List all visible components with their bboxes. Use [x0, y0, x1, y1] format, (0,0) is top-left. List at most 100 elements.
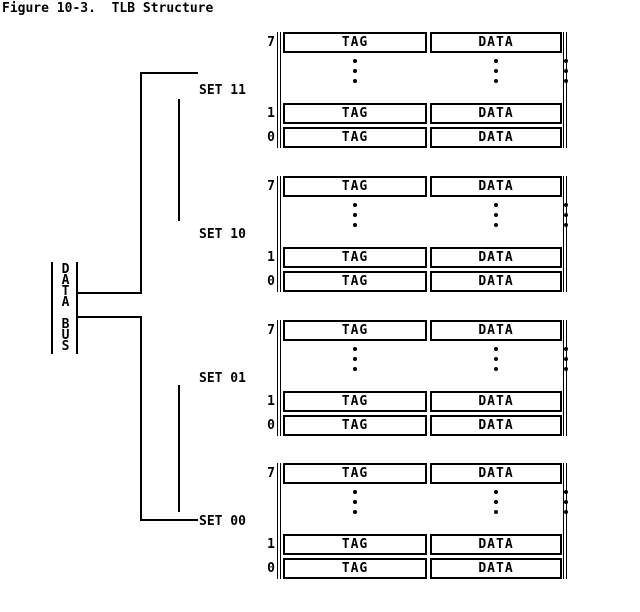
link-set01-set00-line: [178, 385, 180, 512]
group-left-rail: [277, 32, 281, 148]
group-right-rail: [563, 32, 567, 148]
data-cell: DATA: [430, 320, 562, 341]
row-index-label: 7: [267, 179, 275, 194]
ellipsis-dot: [494, 59, 498, 63]
bus-letter: T: [61, 284, 70, 299]
row-index-label: 0: [267, 274, 275, 289]
ellipsis-dot: [564, 490, 568, 494]
ellipsis-dot: [564, 69, 568, 73]
ellipsis-dot: [494, 510, 498, 514]
bus-letter: A: [61, 273, 70, 288]
ellipsis-dot: [564, 59, 568, 63]
ellipsis-dot: [494, 367, 498, 371]
tag-cell: TAG: [283, 127, 427, 148]
row-index-label: 1: [267, 537, 275, 552]
ellipsis-dot: [353, 223, 357, 227]
set-label-00: SET 00: [199, 514, 246, 529]
ellipsis-dot: [353, 203, 357, 207]
stub-set11-line: [140, 72, 198, 74]
ellipsis-dot: [353, 347, 357, 351]
ellipsis-dot: [494, 203, 498, 207]
row-index-label: 0: [267, 418, 275, 433]
tag-cell: TAG: [283, 534, 427, 555]
tag-cell: TAG: [283, 103, 427, 124]
ellipsis-dot: [564, 347, 568, 351]
data-cell: DATA: [430, 103, 562, 124]
trunk-lower-line: [140, 316, 142, 521]
ellipsis-dot: [564, 357, 568, 361]
ellipsis-dot: [494, 500, 498, 504]
set-label-11: SET 11: [199, 83, 246, 98]
tlb-set-group-11: 7 TAG DATA 1 TAG DATA 0 TAG DATA: [262, 32, 576, 148]
data-cell: DATA: [430, 176, 562, 197]
group-right-rail: [563, 176, 567, 292]
group-left-rail: [277, 463, 281, 579]
figure-title: Figure 10-3. TLB Structure: [2, 1, 214, 16]
data-cell: DATA: [430, 247, 562, 268]
row-index-label: 1: [267, 250, 275, 265]
tag-cell: TAG: [283, 176, 427, 197]
ellipsis-dot: [494, 69, 498, 73]
bus-letter: S: [61, 339, 70, 354]
bus-branch-lower-line: [78, 316, 142, 318]
ellipsis-dot: [564, 223, 568, 227]
link-set11-set10-line: [178, 99, 180, 221]
ellipsis-dot: [494, 490, 498, 494]
data-cell: DATA: [430, 391, 562, 412]
tag-cell: TAG: [283, 558, 427, 579]
data-cell: DATA: [430, 32, 562, 53]
ellipsis-dot: [494, 79, 498, 83]
tag-cell: TAG: [283, 415, 427, 436]
tag-cell: TAG: [283, 391, 427, 412]
tlb-set-group-01: 7 TAG DATA 1 TAG DATA 0 TAG DATA: [262, 320, 576, 436]
ellipsis-dot: [353, 59, 357, 63]
tag-cell: TAG: [283, 463, 427, 484]
bus-letter: A: [61, 295, 70, 310]
data-cell: DATA: [430, 558, 562, 579]
tag-cell: TAG: [283, 320, 427, 341]
ellipsis-dot: [564, 213, 568, 217]
bus-branch-upper-line: [78, 292, 142, 294]
group-left-rail: [277, 320, 281, 436]
group-left-rail: [277, 176, 281, 292]
row-index-label: 1: [267, 394, 275, 409]
ellipsis-dot: [494, 223, 498, 227]
row-index-label: 7: [267, 466, 275, 481]
bus-letter: D: [61, 262, 70, 277]
bus-letter: B: [61, 317, 70, 332]
bus-letter: U: [61, 328, 70, 343]
row-index-label: 1: [267, 106, 275, 121]
ellipsis-dot: [353, 213, 357, 217]
tlb-set-group-00: 7 TAG DATA 1 TAG DATA 0 TAG DATA: [262, 463, 576, 579]
ellipsis-dot: [353, 367, 357, 371]
row-index-label: 0: [267, 561, 275, 576]
ellipsis-dot: [353, 510, 357, 514]
group-right-rail: [563, 463, 567, 579]
tag-cell: TAG: [283, 271, 427, 292]
ellipsis-dot: [494, 213, 498, 217]
set-label-01: SET 01: [199, 371, 246, 386]
trunk-upper-line: [140, 72, 142, 294]
ellipsis-dot: [353, 357, 357, 361]
tag-cell: TAG: [283, 32, 427, 53]
data-cell: DATA: [430, 534, 562, 555]
data-cell: DATA: [430, 127, 562, 148]
row-index-label: 7: [267, 323, 275, 338]
group-right-rail: [563, 320, 567, 436]
ellipsis-dot: [564, 79, 568, 83]
ellipsis-dot: [564, 510, 568, 514]
set-label-10: SET 10: [199, 227, 246, 242]
tlb-set-group-10: 7 TAG DATA 1 TAG DATA 0 TAG DATA: [262, 176, 576, 292]
bus-left-bar: [51, 262, 53, 354]
bus-right-bar: [76, 262, 78, 354]
data-cell: DATA: [430, 415, 562, 436]
row-index-label: 7: [267, 35, 275, 50]
stub-set00-line: [140, 519, 198, 521]
ellipsis-dot: [353, 500, 357, 504]
row-index-label: 0: [267, 130, 275, 145]
ellipsis-dot: [564, 500, 568, 504]
data-cell: DATA: [430, 463, 562, 484]
ellipsis-dot: [494, 357, 498, 361]
ellipsis-dot: [353, 69, 357, 73]
